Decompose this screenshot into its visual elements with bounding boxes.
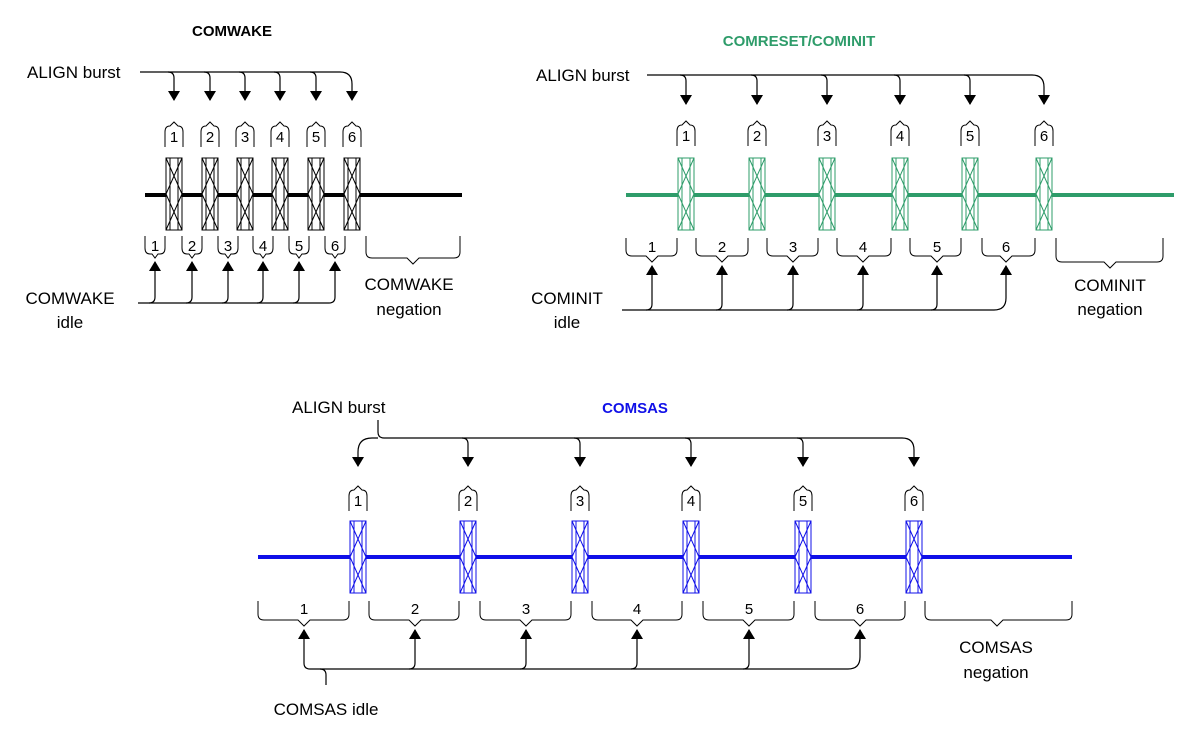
negation-label: COMWAKE <box>364 275 453 294</box>
idle-number: 1 <box>648 239 656 256</box>
panel-title-comwake: COMWAKE <box>192 23 272 40</box>
burst-number: 2 <box>464 493 472 510</box>
idle-number: 6 <box>331 238 339 255</box>
burst-block <box>201 157 219 231</box>
align-bursts <box>677 157 1053 231</box>
burst-block <box>961 157 979 231</box>
burst-number-brackets <box>164 121 362 147</box>
idle-number: 2 <box>718 239 726 256</box>
idle-arrows <box>622 265 1012 311</box>
burst-block <box>571 520 589 594</box>
negation-label: negation <box>376 300 441 319</box>
negation-label: negation <box>963 663 1028 682</box>
burst-block <box>459 520 477 594</box>
burst-block <box>349 520 367 594</box>
idle-arrows <box>138 261 341 304</box>
burst-number: 3 <box>241 129 249 146</box>
idle-brackets <box>144 236 461 265</box>
align-burst-label: ALIGN burst <box>536 66 630 85</box>
burst-number: 3 <box>823 128 831 145</box>
burst-number: 1 <box>354 493 362 510</box>
idle-label: COMWAKE <box>25 289 114 308</box>
idle-arrows <box>298 629 866 685</box>
align-arrows <box>647 74 1050 105</box>
burst-block <box>891 157 909 231</box>
burst-number: 2 <box>206 129 214 146</box>
idle-label: idle <box>554 313 580 332</box>
align-burst-label: ALIGN burst <box>27 63 121 82</box>
idle-brackets <box>625 238 1164 269</box>
idle-number: 1 <box>151 238 159 255</box>
burst-block <box>271 157 289 231</box>
idle-number: 5 <box>745 601 753 618</box>
panel-title-cominit: COMRESET/COMINIT <box>723 33 876 50</box>
burst-number: 6 <box>910 493 918 510</box>
burst-block <box>818 157 836 231</box>
idle-number: 6 <box>1002 239 1010 256</box>
idle-number: 6 <box>856 601 864 618</box>
align-bursts <box>165 157 361 231</box>
burst-number: 6 <box>1040 128 1048 145</box>
burst-number-brackets <box>676 120 1054 146</box>
burst-number: 4 <box>687 493 695 510</box>
burst-block <box>307 157 325 231</box>
burst-block <box>905 520 923 594</box>
burst-block <box>236 157 254 231</box>
negation-label: negation <box>1077 300 1142 319</box>
align-burst-label: ALIGN burst <box>292 398 386 417</box>
burst-number: 6 <box>348 129 356 146</box>
idle-label: idle <box>57 313 83 332</box>
burst-block <box>677 157 695 231</box>
burst-block <box>794 520 812 594</box>
burst-block <box>682 520 700 594</box>
burst-block <box>748 157 766 231</box>
burst-number-brackets <box>348 485 924 511</box>
negation-label: COMSAS <box>959 638 1033 657</box>
burst-block <box>1035 157 1053 231</box>
burst-number: 5 <box>966 128 974 145</box>
idle-number: 5 <box>295 238 303 255</box>
idle-number: 3 <box>789 239 797 256</box>
panel-title-comsas: COMSAS <box>602 400 668 417</box>
idle-number: 3 <box>224 238 232 255</box>
burst-number: 2 <box>753 128 761 145</box>
panel-comsas: COMSAS ALIGN burst 1 2 3 4 5 6 <box>257 398 1073 719</box>
align-bursts <box>349 520 923 594</box>
burst-number: 4 <box>896 128 904 145</box>
burst-number: 1 <box>170 129 178 146</box>
idle-label: COMSAS idle <box>274 700 379 719</box>
idle-number: 2 <box>411 601 419 618</box>
burst-number: 4 <box>276 129 284 146</box>
panel-cominit: COMRESET/COMINIT ALIGN burst 1 2 3 4 5 6 <box>531 33 1174 332</box>
idle-number: 4 <box>859 239 867 256</box>
idle-number: 4 <box>633 601 641 618</box>
burst-number: 5 <box>799 493 807 510</box>
idle-number: 1 <box>300 601 308 618</box>
align-arrows <box>352 420 920 467</box>
idle-number: 3 <box>522 601 530 618</box>
burst-number: 1 <box>682 128 690 145</box>
burst-number: 5 <box>312 129 320 146</box>
burst-block <box>343 157 361 231</box>
idle-number: 2 <box>188 238 196 255</box>
burst-block <box>165 157 183 231</box>
idle-label: COMINIT <box>531 289 603 308</box>
idle-number: 4 <box>259 238 267 255</box>
idle-number: 5 <box>933 239 941 256</box>
panel-comwake: COMWAKE ALIGN burst 1 2 3 4 5 6 <box>25 23 462 332</box>
idle-brackets <box>257 601 1073 627</box>
negation-label: COMINIT <box>1074 276 1146 295</box>
burst-number: 3 <box>576 493 584 510</box>
align-arrows <box>140 71 358 101</box>
